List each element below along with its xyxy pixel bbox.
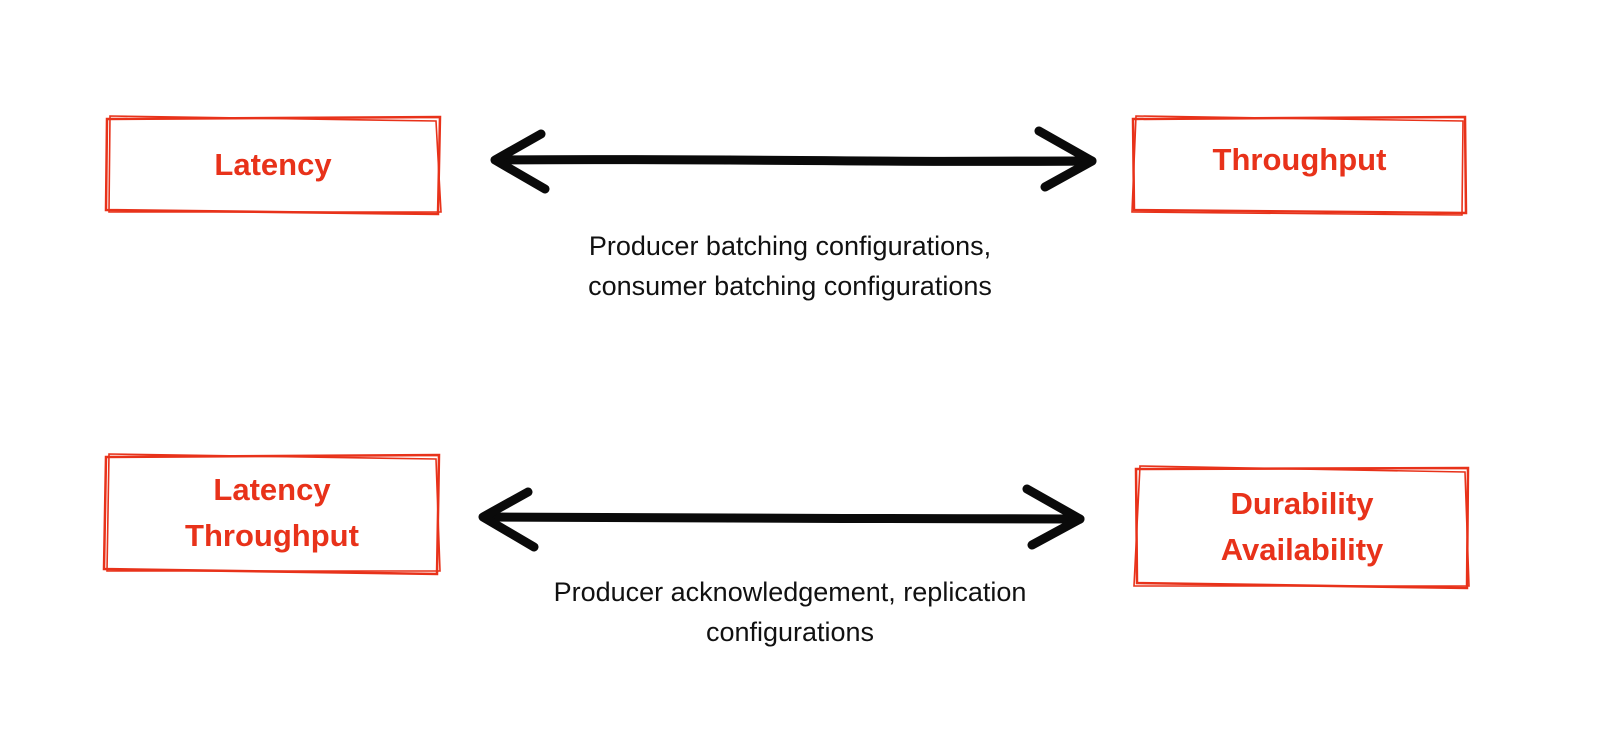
box-throughput-frame (1131, 115, 1468, 216)
box-durability-availability: Durability Availability (1135, 468, 1469, 586)
double-arrow-1 (490, 126, 1097, 194)
caption-acknowledgement-line-2: configurations (705, 617, 875, 647)
box-availability-label: Availability (1220, 532, 1384, 567)
box-latency-throughput-frame (102, 453, 441, 576)
caption-batching: Producer batching configurations, consum… (490, 226, 1090, 306)
caption-batching-line-1: Producer batching configurations, (588, 231, 992, 261)
box-latency-label-2: Latency (213, 472, 331, 507)
box-throughput-label: Throughput (1212, 141, 1387, 177)
box-latency-throughput: Latency Throughput (104, 455, 440, 571)
box-durability-availability-frame (1133, 465, 1470, 590)
box-latency-label: Latency (214, 146, 332, 182)
box-durability-label: Durability (1230, 486, 1374, 521)
caption-acknowledgement: Producer acknowledgement, replication co… (470, 572, 1110, 652)
double-arrow-2 (478, 484, 1085, 552)
caption-batching-line-2: consumer batching configurations (588, 271, 992, 301)
box-throughput: Throughput (1133, 112, 1466, 207)
box-latency: Latency (106, 117, 440, 212)
box-latency-frame (104, 115, 442, 216)
caption-acknowledgement-line-1: Producer acknowledgement, replication (553, 577, 1027, 607)
box-throughput-label-2: Throughput (185, 518, 359, 553)
